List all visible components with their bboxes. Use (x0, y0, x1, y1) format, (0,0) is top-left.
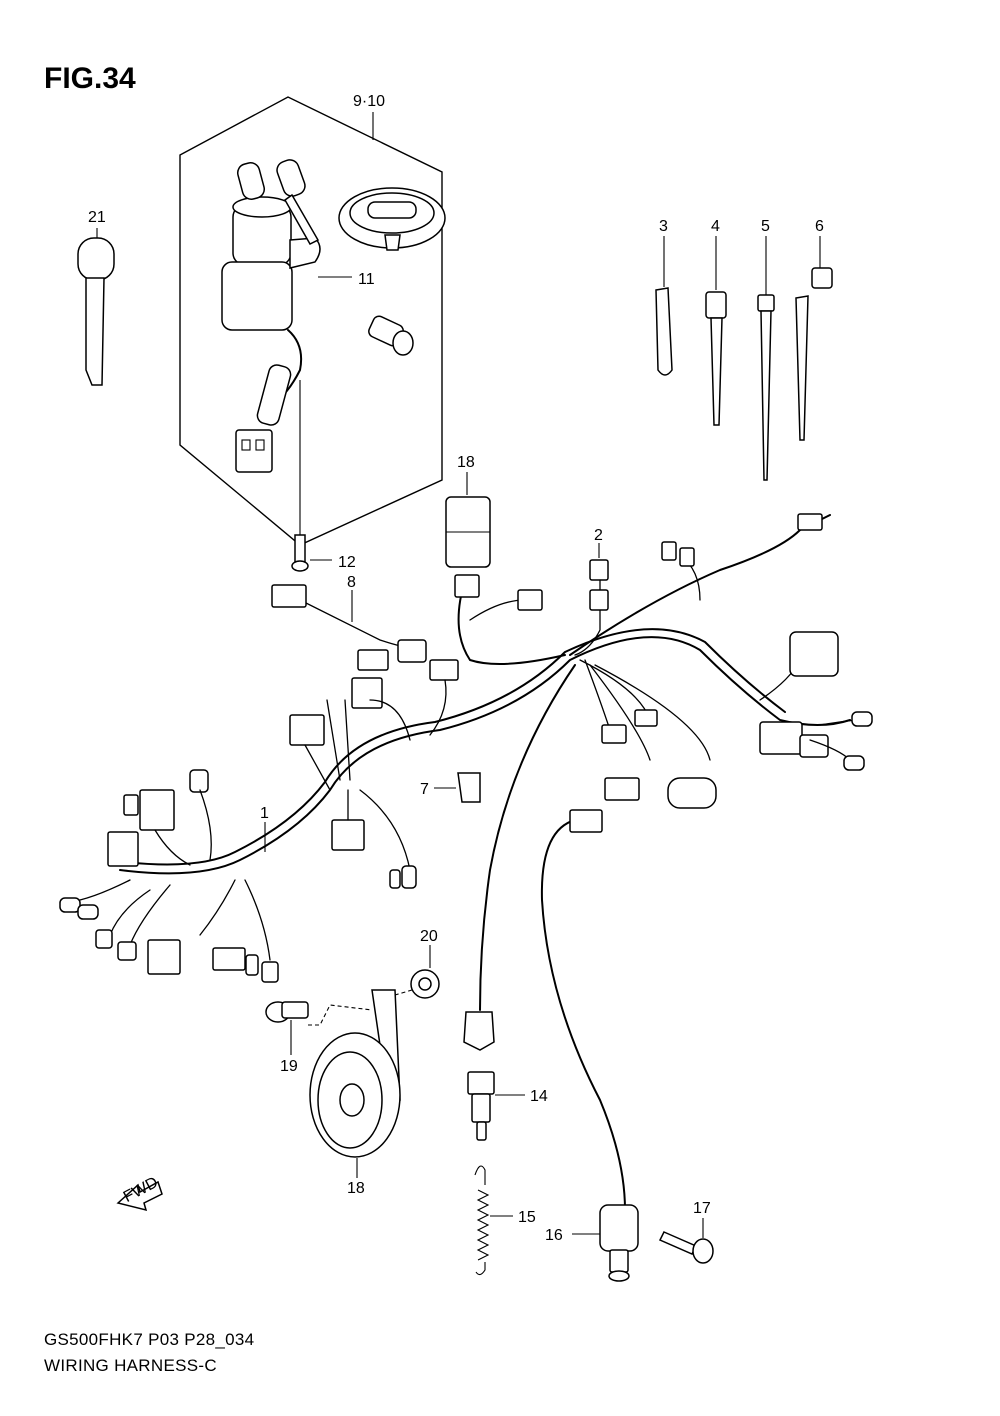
model-code: GS500FHK7 P03 P28_034 (44, 1330, 255, 1349)
fwd-arrow-marker: FWD (116, 1174, 163, 1212)
callout-17: 18 (457, 454, 475, 471)
horn-bolt-icon (265, 1001, 373, 1055)
callout-13: 14 (530, 1088, 548, 1105)
callout-4: 4 (711, 218, 720, 235)
seat-lock-icon (368, 315, 414, 356)
side-stand-switch-icon (572, 1204, 639, 1282)
callout-15: 16 (545, 1227, 563, 1244)
callout-21: 21 (88, 209, 106, 226)
lock-set-box-outline (179, 96, 443, 546)
forward-arrow-icon (116, 1180, 163, 1212)
callout-14: 15 (518, 1209, 536, 1226)
diagram-name: WIRING HARNESS-C (44, 1356, 217, 1375)
relay-icon (445, 472, 491, 568)
spare-key-icon (77, 228, 115, 386)
fuse-icon (589, 543, 609, 581)
callout-8: 8 (347, 574, 356, 591)
callout-6: 6 (815, 218, 824, 235)
cable-tie-6-icon (795, 236, 833, 441)
neutral-switch-icon (467, 1071, 525, 1141)
spring-icon (474, 1165, 513, 1276)
callout-11: 11 (358, 271, 375, 288)
horn-nut-icon (394, 945, 440, 999)
cable-tie-5-icon (757, 236, 775, 481)
clamp-3-icon (655, 236, 673, 376)
bolt-16-icon (658, 1218, 714, 1264)
callout-3: 3 (659, 218, 668, 235)
bolt-12-icon (291, 534, 332, 572)
callout-19: 19 (280, 1058, 298, 1075)
ignition-switch-icon (221, 196, 321, 473)
callout-labels: 9·10 21 11 3 4 5 6 18 2 12 8 7 1 20 19 1… (88, 93, 824, 1244)
callout-1: 1 (260, 805, 269, 822)
clamp-4-icon (705, 236, 727, 426)
callout-2: 2 (594, 527, 603, 544)
callout-20: 20 (420, 928, 438, 945)
key-pair-icon (236, 159, 320, 245)
figure-title: FIG.34 (44, 62, 136, 95)
cable-clamp-7-icon (434, 772, 481, 803)
callout-7: 7 (420, 781, 429, 798)
lock-set-group (179, 96, 446, 546)
callout-18: 18 (347, 1180, 365, 1197)
horn-icon (309, 989, 401, 1178)
callout-12: 12 (338, 554, 356, 571)
callout-16: 17 (693, 1200, 711, 1217)
wiring-harness-icon (59, 513, 873, 1211)
fuel-cap-icon (338, 187, 446, 251)
callout-9-10: 9·10 (353, 93, 385, 110)
callout-5: 5 (761, 218, 770, 235)
